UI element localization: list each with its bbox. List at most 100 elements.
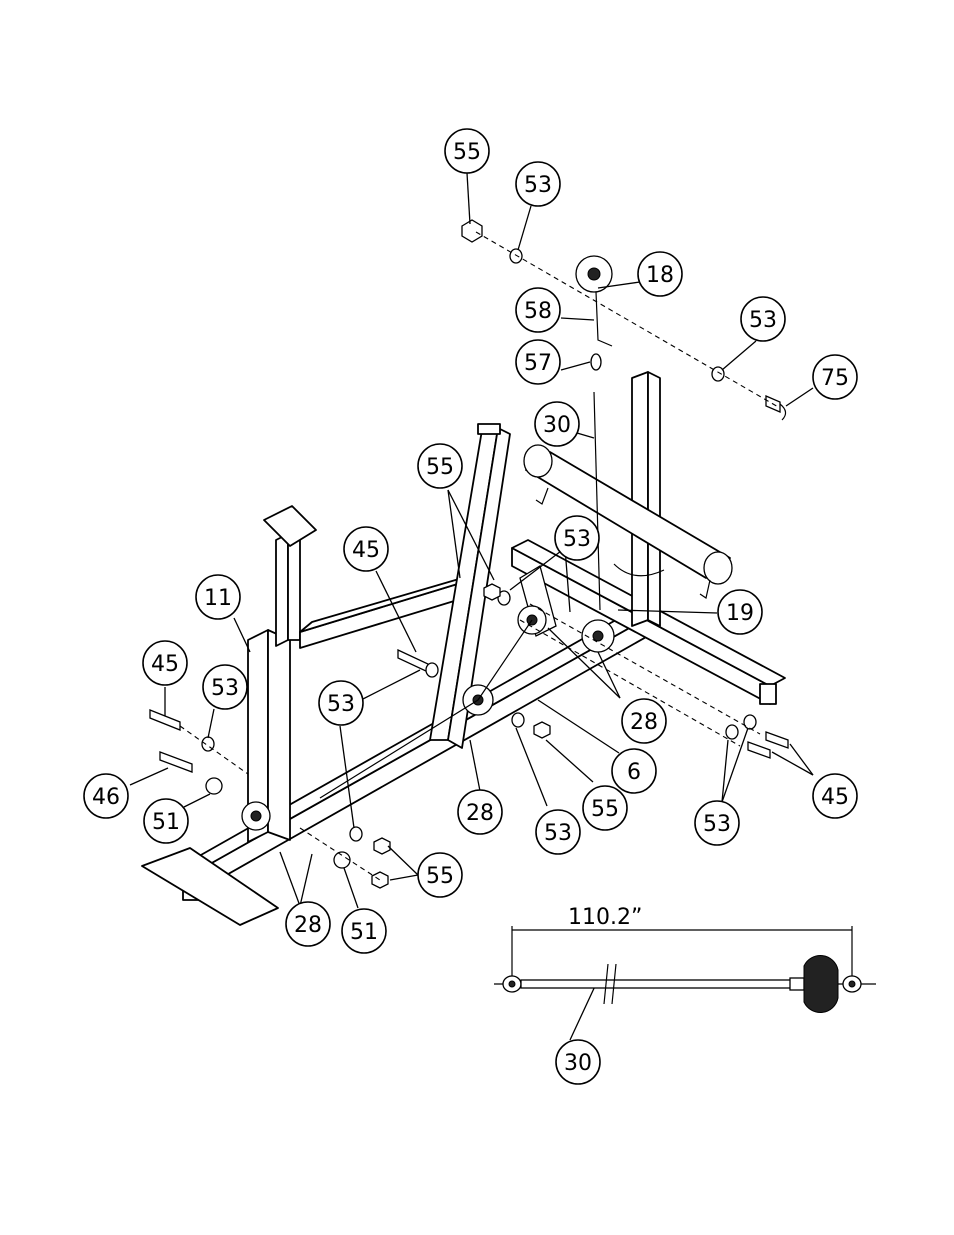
- cable-body: [521, 980, 791, 988]
- svg-text:28: 28: [630, 710, 658, 735]
- nut-55-upper: [484, 584, 500, 600]
- cable-detail: 110.2”: [494, 905, 876, 1012]
- chain-58: [596, 292, 612, 346]
- cable-ferrule: [790, 978, 804, 990]
- svg-text:45: 45: [821, 785, 849, 810]
- svg-text:53: 53: [211, 676, 239, 701]
- svg-text:53: 53: [703, 812, 731, 837]
- callout-part-55: 55: [418, 853, 462, 897]
- callout-part-11: 11: [196, 575, 240, 619]
- callout-part-55: 55: [583, 786, 627, 830]
- svg-text:53: 53: [524, 173, 552, 198]
- callout-part-58: 58: [516, 288, 560, 332]
- cap-51-left: [206, 778, 222, 794]
- washer-53-lower: [350, 827, 362, 841]
- right-post-side: [648, 372, 660, 626]
- cable-stop-ball: [804, 956, 838, 1013]
- nut-top: [462, 220, 482, 242]
- callout-part-45: 45: [813, 774, 857, 818]
- callout-part-6: 6: [612, 749, 656, 793]
- bolt-45-right-a: [748, 742, 770, 758]
- washer-53-right-b: [744, 715, 756, 729]
- upper-crossbar: [300, 582, 464, 648]
- callout-part-75: 75: [813, 355, 857, 399]
- callout-part-18: 18: [638, 252, 682, 296]
- nut-55-mid: [534, 722, 550, 738]
- svg-text:55: 55: [453, 140, 481, 165]
- callout-part-53: 53: [319, 681, 363, 725]
- pulley-28-right-hub: [593, 631, 603, 641]
- cap-51-lower: [334, 852, 350, 868]
- callout-part-45: 45: [143, 641, 187, 685]
- washer-53-mid: [512, 713, 524, 727]
- callout-part-28: 28: [622, 699, 666, 743]
- svg-text:19: 19: [726, 601, 754, 626]
- bolt-45-center: [398, 650, 428, 672]
- bolt-75-head: [780, 404, 786, 420]
- callout-part-30: 30: [556, 1040, 600, 1084]
- right-post: [632, 372, 648, 626]
- svg-text:51: 51: [152, 810, 180, 835]
- svg-text:51: 51: [350, 920, 378, 945]
- callout-part-19: 19: [718, 590, 762, 634]
- sleeve-end-right: [704, 552, 732, 584]
- sleeve-hook-right: [700, 580, 710, 598]
- sleeve-end-left: [524, 445, 552, 477]
- washer-53-center: [426, 663, 438, 677]
- left-top-plate: [264, 506, 316, 546]
- callout-part-28: 28: [286, 902, 330, 946]
- svg-text:58: 58: [524, 299, 552, 324]
- svg-text:30: 30: [564, 1051, 592, 1076]
- svg-text:75: 75: [821, 366, 849, 391]
- callout-part-28: 28: [458, 790, 502, 834]
- callout-part-53: 53: [516, 162, 560, 206]
- callout-part-51: 51: [342, 909, 386, 953]
- svg-text:28: 28: [466, 801, 494, 826]
- svg-text:55: 55: [591, 797, 619, 822]
- washer-53-right-a: [726, 725, 738, 739]
- svg-text:28: 28: [294, 913, 322, 938]
- cable-eye-right-hole: [849, 981, 855, 987]
- callout-part-53: 53: [695, 801, 739, 845]
- callout-part-53: 53: [555, 516, 599, 560]
- left-upper-post-side: [288, 534, 300, 640]
- sleeve-hook-left: [536, 488, 548, 504]
- left-upright-side: [268, 630, 290, 840]
- callout-part-53: 53: [203, 665, 247, 709]
- svg-text:55: 55: [426, 455, 454, 480]
- cable-length-label: 110.2”: [568, 905, 642, 930]
- svg-text:11: 11: [204, 586, 232, 611]
- left-upper-post: [276, 534, 288, 646]
- callout-part-55: 55: [418, 444, 462, 488]
- callout-part-51: 51: [144, 799, 188, 843]
- svg-text:6: 6: [627, 760, 641, 785]
- center-upright-cap: [478, 424, 500, 434]
- svg-text:53: 53: [544, 821, 572, 846]
- snap-link-57: [591, 354, 601, 370]
- svg-text:53: 53: [749, 308, 777, 333]
- svg-text:53: 53: [563, 527, 591, 552]
- callout-part-46: 46: [84, 774, 128, 818]
- callout-part-53: 53: [741, 297, 785, 341]
- nut-55-lower-b: [372, 872, 388, 888]
- svg-text:18: 18: [646, 263, 674, 288]
- svg-text:55: 55: [426, 864, 454, 889]
- callout-part-53: 53: [536, 810, 580, 854]
- svg-text:53: 53: [327, 692, 355, 717]
- svg-text:46: 46: [92, 785, 120, 810]
- callout-part-57: 57: [516, 340, 560, 384]
- callout-part-30: 30: [535, 402, 579, 446]
- callout-part-55: 55: [445, 129, 489, 173]
- callout-part-45: 45: [344, 527, 388, 571]
- washer-top: [510, 249, 522, 263]
- nut-55-lower-a: [374, 838, 390, 854]
- bolt-45-right-b: [766, 732, 788, 748]
- cable-eye-left-hole: [509, 981, 515, 987]
- pulley-28-left-hub: [251, 811, 261, 821]
- top-pulley-18-hub: [588, 268, 600, 280]
- svg-text:30: 30: [543, 413, 571, 438]
- svg-text:45: 45: [352, 538, 380, 563]
- svg-text:45: 45: [151, 652, 179, 677]
- right-base-end-cap: [760, 684, 776, 704]
